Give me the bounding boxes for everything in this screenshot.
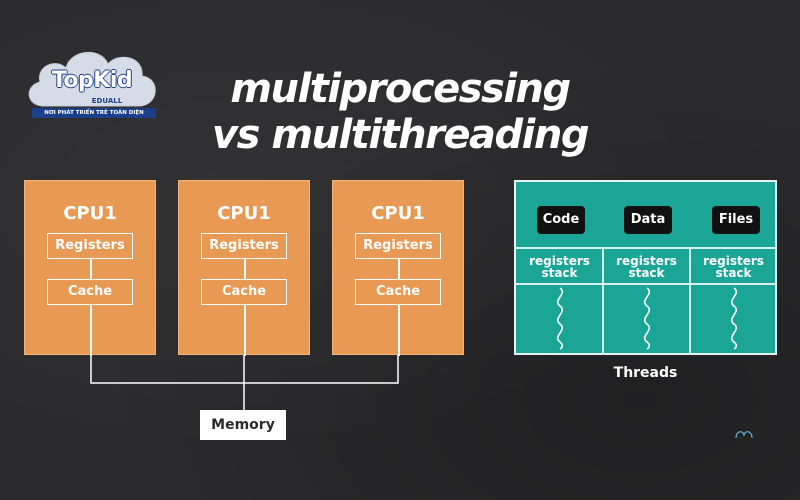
thread-registers-2: registers stack: [603, 255, 690, 279]
connector-line: [90, 305, 92, 356]
logo-subtitle: EDUALL: [91, 97, 123, 105]
cpu-block-2: CPU1 Registers Cache: [178, 180, 310, 356]
registers-box: Registers: [47, 233, 133, 259]
cache-box: Cache: [355, 279, 441, 305]
threads-caption: Threads: [613, 365, 678, 381]
threads-panel: Code Data Files registers stack register…: [514, 180, 777, 355]
divider-line: [602, 247, 604, 355]
thread-registers-1: registers stack: [516, 255, 603, 279]
cpu-title: CPU1: [371, 203, 425, 224]
divider-line: [516, 283, 775, 285]
stack-label: stack: [541, 266, 578, 280]
cache-box: Cache: [47, 279, 133, 305]
registers-box: Registers: [355, 233, 441, 259]
cpu-title: CPU1: [63, 203, 117, 224]
cloud-icon: [28, 51, 156, 107]
registers-box: Registers: [201, 233, 287, 259]
watermark-icon: [735, 431, 753, 439]
title-line-1: multiprocessing: [230, 66, 571, 112]
divider-line: [689, 247, 691, 355]
thread-registers-3: registers stack: [690, 255, 777, 279]
registers-label: registers: [616, 254, 677, 268]
data-chip: Data: [624, 206, 672, 234]
registers-label: registers: [703, 254, 764, 268]
cpu-block-1: CPU1 Registers Cache: [24, 180, 156, 356]
connector-line: [398, 305, 400, 356]
memory-box: Memory: [200, 410, 286, 440]
stack-label: stack: [715, 266, 752, 280]
connector-line: [244, 259, 246, 279]
stack-label: stack: [628, 266, 665, 280]
connector-line: [244, 305, 246, 356]
logo-slogan: NƠI PHÁT TRIỂN TRẺ TOÀN DIỆN: [32, 108, 156, 118]
title-line-2: vs multithreading: [212, 112, 589, 158]
registers-label: registers: [529, 254, 590, 268]
logo-brand: TopKid: [51, 68, 133, 93]
cache-box: Cache: [201, 279, 287, 305]
files-chip: Files: [712, 206, 760, 234]
connector-line: [90, 259, 92, 279]
thread-squiggle-icon: [730, 287, 738, 350]
topkid-logo: TopKid EDUALL NƠI PHÁT TRIỂN TRẺ TOÀN DI…: [22, 38, 162, 128]
thread-squiggle-icon: [643, 287, 651, 350]
cpu-block-3: CPU1 Registers Cache: [332, 180, 464, 356]
thread-squiggle-icon: [556, 287, 564, 350]
code-chip: Code: [537, 206, 585, 234]
cpu-title: CPU1: [217, 203, 271, 224]
divider-line: [516, 247, 775, 249]
connector-line: [398, 259, 400, 279]
